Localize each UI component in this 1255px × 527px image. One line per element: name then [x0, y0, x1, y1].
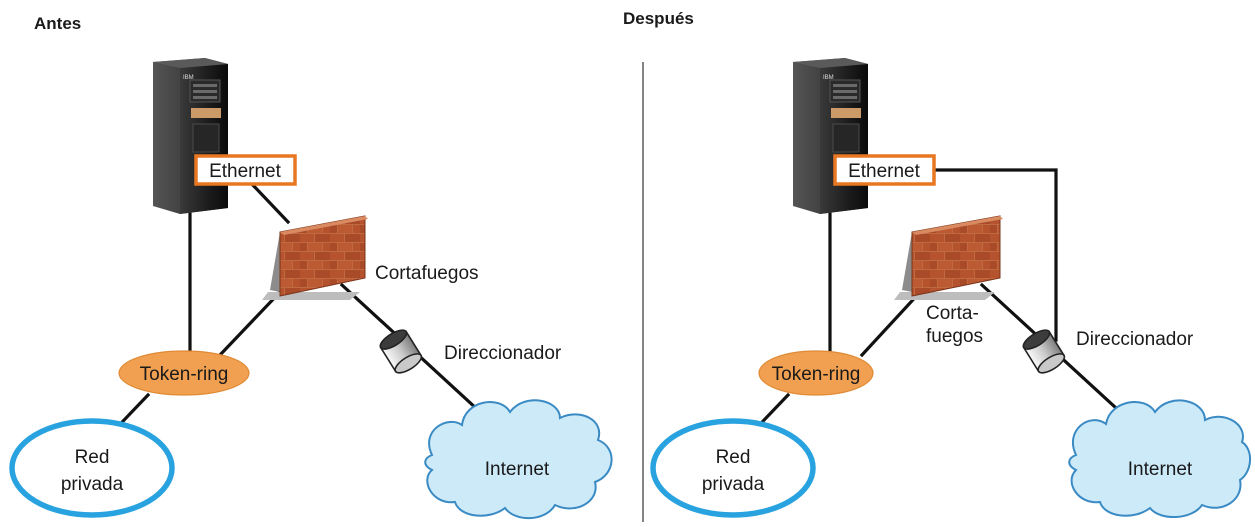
server-tower: IBM: [793, 58, 868, 214]
firewall-icon: [894, 215, 1003, 300]
firewall-label-line1: Corta-: [926, 303, 979, 324]
router-icon: [1022, 329, 1066, 374]
private-network-label-line1: Red: [716, 447, 751, 468]
svg-text:IBM: IBM: [823, 75, 834, 81]
router-label: Direccionador: [444, 343, 562, 364]
private-network-node: Red privada: [9, 418, 175, 518]
server-tower: IBM: [153, 58, 228, 214]
firewall-icon: [262, 215, 368, 300]
before-panel: Antes IBM Ethernet: [9, 14, 613, 520]
firewall-label-line2: fuegos: [926, 326, 983, 347]
token-ring-node: Token-ring: [758, 350, 874, 396]
ethernet-to-firewall-wire: [247, 179, 291, 225]
private-network-label-line2: privada: [61, 474, 124, 495]
after-panel: Después IBM Ethernet: [623, 9, 1251, 519]
token-ring-node: Token-ring: [118, 350, 250, 396]
private-network-label-line1: Red: [75, 447, 110, 468]
ethernet-label: Ethernet: [848, 161, 921, 182]
ethernet-adapter-box: Ethernet: [194, 154, 297, 186]
ethernet-adapter-box: Ethernet: [833, 154, 936, 186]
internet-label: Internet: [1128, 459, 1193, 480]
ethernet-label: Ethernet: [209, 161, 282, 182]
token-ring-label: Token-ring: [140, 364, 229, 385]
svg-text:IBM: IBM: [183, 75, 194, 81]
token-ring-to-firewall-wire: [217, 289, 283, 358]
router-label: Direccionador: [1076, 329, 1194, 350]
before-wires: [102, 179, 506, 443]
router-icon: [379, 329, 423, 374]
firewall-label: Cortafuegos: [375, 263, 479, 284]
after-title: Después: [623, 9, 694, 28]
internet-label: Internet: [485, 459, 550, 480]
internet-cloud: Internet: [424, 399, 613, 520]
before-title: Antes: [34, 14, 81, 33]
token-ring-to-firewall-wire: [859, 287, 925, 358]
private-network-node: Red privada: [650, 418, 816, 518]
ethernet-to-router-wire: [932, 168, 1058, 342]
internet-cloud: Internet: [1068, 399, 1251, 519]
token-ring-label: Token-ring: [772, 364, 861, 385]
private-network-label-line2: privada: [702, 474, 765, 495]
